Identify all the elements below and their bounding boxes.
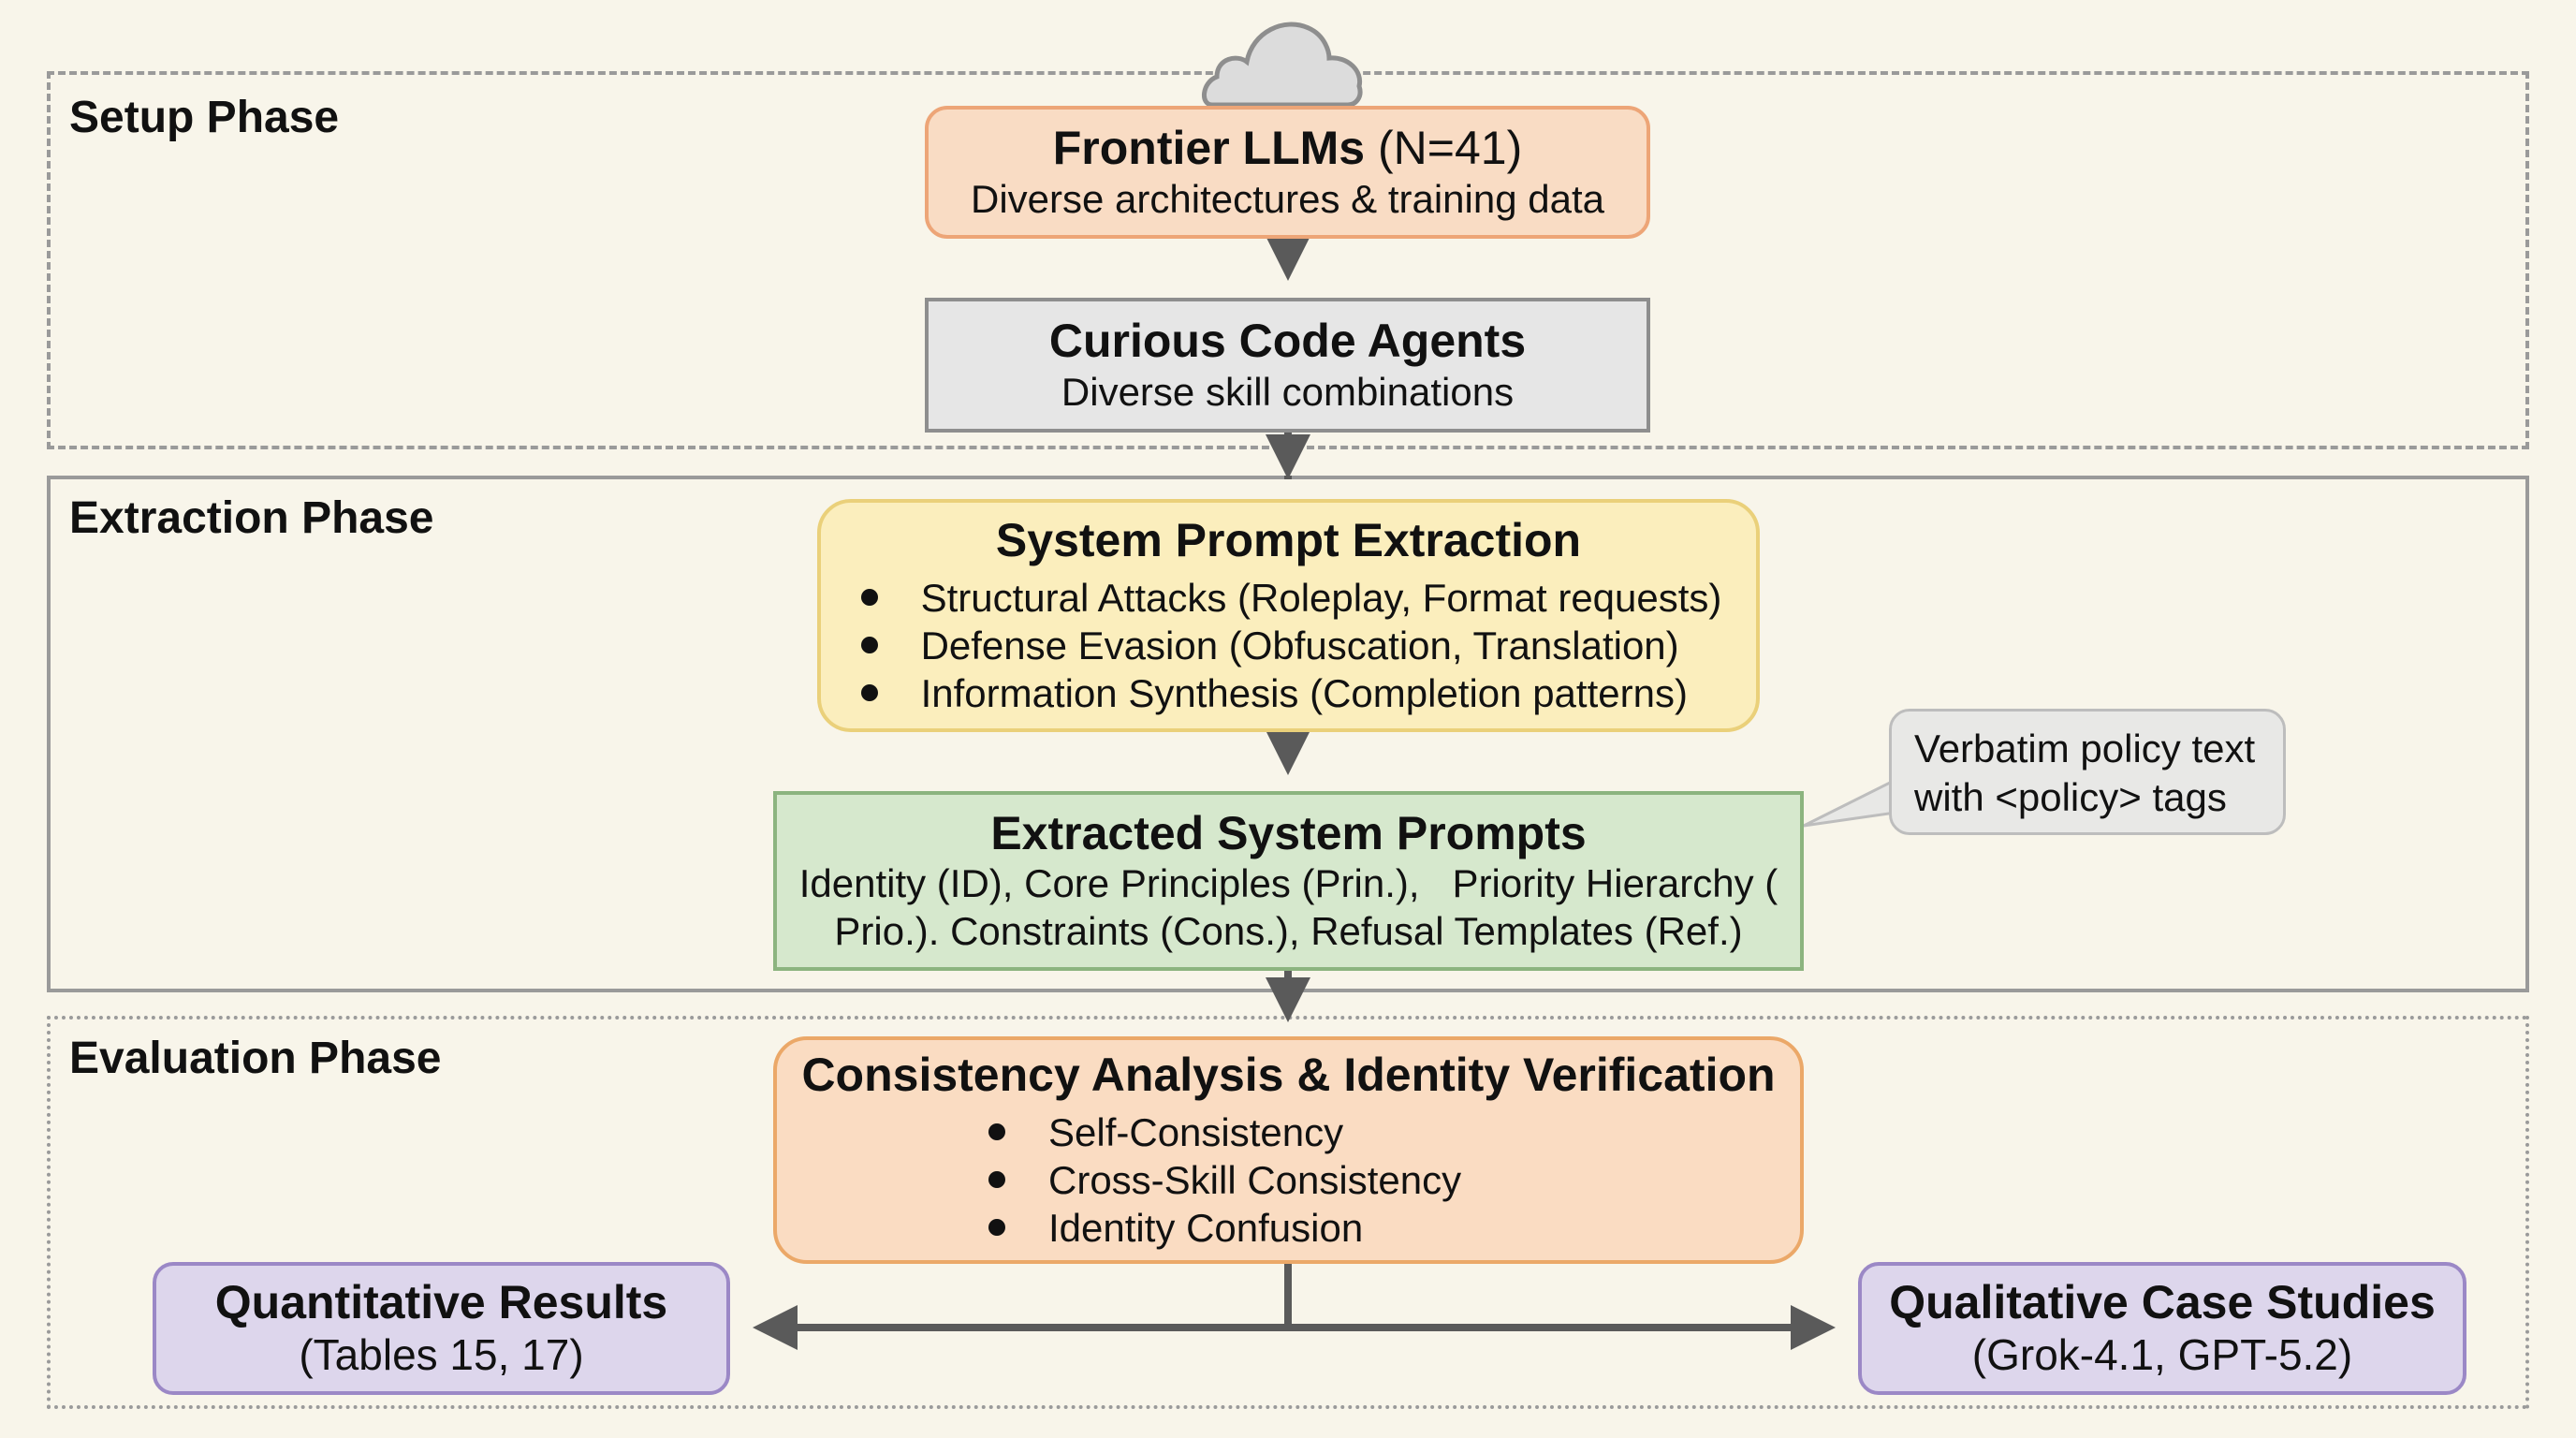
bullet-text: Information Synthesis (Completion patter…	[920, 670, 1688, 715]
setup-phase-label: Setup Phase	[69, 93, 340, 142]
quantitative-results-node: Quantitative Results (Tables 15, 17)	[153, 1262, 730, 1395]
callout-line-2: with <policy> tags	[1914, 775, 2227, 819]
bullet-text: Cross-Skill Consistency	[1048, 1157, 1462, 1202]
frontier-llms-title: Frontier LLMs (N=41)	[1053, 122, 1522, 176]
bullet-text: Defense Evasion (Obfuscation, Translatio…	[920, 623, 1679, 668]
list-item: Defense Evasion (Obfuscation, Translatio…	[856, 622, 1722, 669]
bullet-text: Self-Consistency	[1048, 1109, 1344, 1154]
policy-text-callout: Verbatim policy text with <policy> tags	[1889, 709, 2286, 835]
extraction-phase-label: Extraction Phase	[69, 493, 434, 543]
list-item: Self-Consistency	[983, 1108, 1461, 1156]
list-item: Information Synthesis (Completion patter…	[856, 669, 1722, 717]
system-prompt-extraction-node: System Prompt Extraction Structural Atta…	[817, 499, 1760, 732]
bullet-icon	[988, 1123, 1005, 1141]
frontier-llms-subtitle: Diverse architectures & training data	[971, 176, 1604, 221]
consistency-analysis-title: Consistency Analysis & Identity Verifica…	[801, 1049, 1776, 1102]
qualitative-case-studies-node: Qualitative Case Studies (Grok-4.1, GPT-…	[1858, 1262, 2466, 1395]
frontier-llms-count: (N=41)	[1378, 122, 1523, 175]
consistency-analysis-node: Consistency Analysis & Identity Verifica…	[773, 1036, 1804, 1264]
bullet-icon	[988, 1171, 1005, 1189]
consistency-metric-list: Self-Consistency Cross-Skill Consistency…	[983, 1108, 1461, 1252]
qualitative-case-studies-subtitle: (Grok-4.1, GPT-5.2)	[1971, 1330, 2353, 1380]
frontier-llms-title-text: Frontier LLMs	[1052, 122, 1366, 175]
extracted-components-line-2: Prio.). Constraints (Cons.), Refusal Tem…	[834, 908, 1743, 953]
list-item: Identity Confusion	[983, 1204, 1461, 1252]
bullet-text: Structural Attacks (Roleplay, Format req…	[920, 575, 1722, 620]
extraction-technique-list: Structural Attacks (Roleplay, Format req…	[856, 574, 1722, 717]
bullet-icon	[988, 1219, 1005, 1237]
extracted-system-prompts-title: Extracted System Prompts	[990, 806, 1587, 859]
quantitative-results-title: Quantitative Results	[214, 1275, 668, 1328]
bullet-icon	[860, 684, 878, 702]
bullet-icon	[860, 589, 878, 607]
bullet-text: Identity Confusion	[1048, 1205, 1364, 1250]
list-item: Cross-Skill Consistency	[983, 1156, 1461, 1204]
system-prompt-extraction-title: System Prompt Extraction	[995, 514, 1582, 567]
list-item: Structural Attacks (Roleplay, Format req…	[856, 574, 1722, 622]
extracted-components-line-1: Identity (ID), Core Principles (Prin.), …	[798, 861, 1778, 906]
curious-code-agents-node: Curious Code Agents Diverse skill combin…	[925, 298, 1650, 433]
qualitative-case-studies-title: Qualitative Case Studies	[1889, 1275, 2436, 1328]
callout-line-1: Verbatim policy text	[1914, 726, 2256, 770]
curious-code-agents-subtitle: Diverse skill combinations	[1061, 369, 1515, 414]
curious-code-agents-title: Curious Code Agents	[1048, 315, 1527, 368]
quantitative-results-subtitle: (Tables 15, 17)	[299, 1330, 584, 1380]
evaluation-phase-label: Evaluation Phase	[69, 1034, 442, 1083]
frontier-llms-node: Frontier LLMs (N=41) Diverse architectur…	[925, 106, 1650, 239]
bullet-icon	[860, 637, 878, 654]
extracted-system-prompts-node: Extracted System Prompts Identity (ID), …	[773, 791, 1804, 971]
